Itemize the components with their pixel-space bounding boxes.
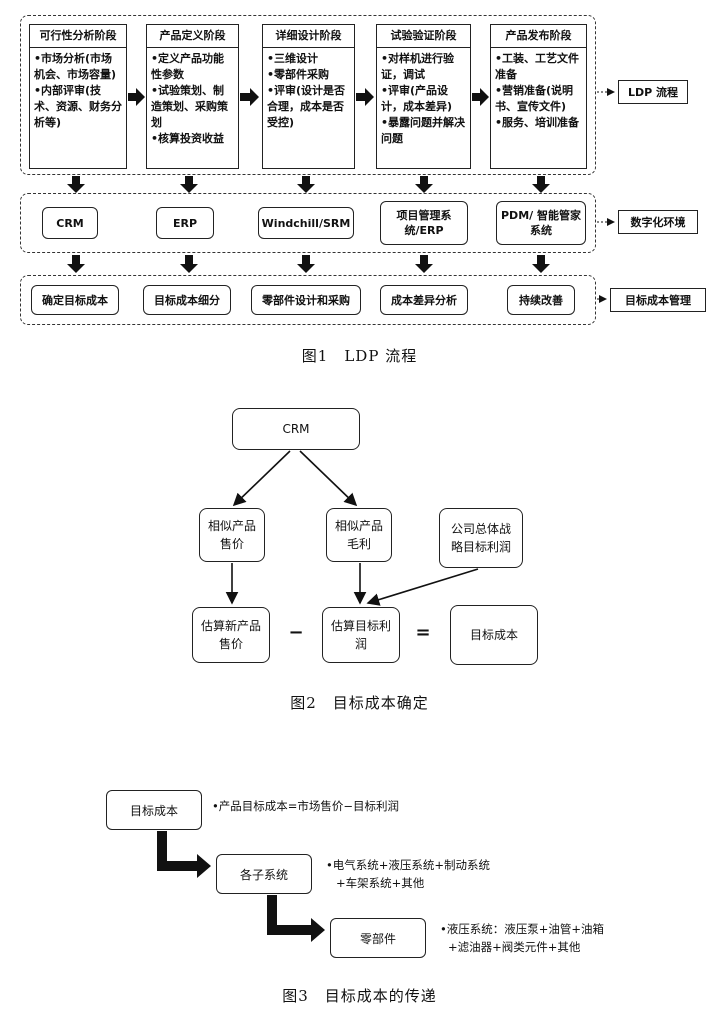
stage-item: •评审(设计是否合理，成本是否受控) xyxy=(267,84,346,129)
stage-item: •零部件采购 xyxy=(267,68,330,81)
stage-item: •试验策划、制造策划、采购策划 xyxy=(151,84,228,129)
minus-sign: − xyxy=(288,622,304,643)
fig2-arrows xyxy=(225,450,479,606)
system-erp: ERP xyxy=(156,207,214,239)
target-cost-box: 目标成本 xyxy=(450,605,538,665)
strategy-profit-box: 公司总体战略目标利润 xyxy=(439,508,523,568)
cost-step-improve: 持续改善 xyxy=(507,285,575,315)
stage-title: 试验验证阶段 xyxy=(377,25,470,48)
stage-release: 产品发布阶段 •工装、工艺文件准备 •营销准备(说明书、宣传文件) •服务、培训… xyxy=(490,24,587,169)
stage-definition: 产品定义阶段 •定义产品功能性参数 •试验策划、制造策划、采购策划 •核算投资收… xyxy=(146,24,239,169)
level-components-desc-1: •液压系统：液压泵+油管+油箱 xyxy=(440,922,605,936)
stage-item: •暴露问题并解决问题 xyxy=(381,116,466,145)
stage-title: 产品定义阶段 xyxy=(147,25,238,48)
stage-title: 详细设计阶段 xyxy=(263,25,354,48)
crm-box: CRM xyxy=(232,408,360,450)
level-target-cost-desc: •产品目标成本=市场售价−目标利润 xyxy=(212,799,400,813)
digital-env-group xyxy=(20,193,596,253)
figure3-caption: 图3 目标成本的传递 xyxy=(282,987,437,1005)
stage-item: •核算投资收益 xyxy=(151,132,225,145)
similar-price-box: 相似产品售价 xyxy=(199,508,265,562)
system-crm: CRM xyxy=(42,207,98,239)
ldp-stages-group xyxy=(20,15,596,175)
stage-validation: 试验验证阶段 •对样机进行验证，调试 •评审(产品设计，成本差异) •暴露问题并… xyxy=(376,24,471,169)
level-subsystems-desc-2: +车架系统+其他 xyxy=(336,876,425,890)
stage-item: •工装、工艺文件准备 xyxy=(495,52,580,81)
est-profit-box: 估算目标利润 xyxy=(322,607,400,663)
figure1-caption: 图1 LDP 流程 xyxy=(301,347,418,365)
cost-step-breakdown: 目标成本细分 xyxy=(143,285,231,315)
level-components-desc-2: +滤油器+阀类元件+其他 xyxy=(448,940,581,954)
system-pdm: PDM/ 智能管家系统 xyxy=(496,201,586,245)
stage-item: •评审(产品设计，成本差异) xyxy=(381,84,453,113)
cost-step-design-purchase: 零部件设计和采购 xyxy=(251,285,361,315)
down-arrows-row1 xyxy=(67,176,550,193)
cost-step-determine: 确定目标成本 xyxy=(31,285,119,315)
cost-mgmt-group xyxy=(20,275,596,325)
stage-title: 产品发布阶段 xyxy=(491,25,586,48)
label-ldp-process: LDP 流程 xyxy=(618,80,688,104)
system-windchill-srm: Windchill/SRM xyxy=(258,207,354,239)
fig3-elbow-arrows xyxy=(157,831,325,942)
cost-step-variance: 成本差异分析 xyxy=(380,285,468,315)
similar-margin-box: 相似产品毛利 xyxy=(326,508,392,562)
stage-item: •定义产品功能性参数 xyxy=(151,52,225,81)
level-subsystems-desc-1: •电气系统+液压系统+制动系统 xyxy=(326,858,491,872)
stage-item: •服务、培训准备 xyxy=(495,116,580,129)
stage-item: •三维设计 xyxy=(267,52,319,65)
level-subsystems: 各子系统 xyxy=(216,854,312,894)
side-pointers xyxy=(597,88,615,303)
stage-title: 可行性分析阶段 xyxy=(30,25,126,48)
est-price-box: 估算新产品售价 xyxy=(192,607,270,663)
stage-item: •营销准备(说明书、宣传文件) xyxy=(495,84,574,113)
system-project-mgmt: 项目管理系统/ERP xyxy=(380,201,468,245)
stage-arrows xyxy=(128,88,489,106)
stage-item: •对样机进行验证，调试 xyxy=(381,52,455,81)
label-target-cost-mgmt: 目标成本管理 xyxy=(610,288,706,312)
stage-item: •市场分析(市场机会、市场容量) xyxy=(34,52,117,81)
stage-item: •内部评审(技术、资源、财务分析等) xyxy=(34,84,122,129)
stage-feasibility: 可行性分析阶段 •市场分析(市场机会、市场容量) •内部评审(技术、资源、财务分… xyxy=(29,24,127,169)
down-arrows-row2 xyxy=(67,255,550,273)
figure2-caption: 图2 目标成本确定 xyxy=(290,694,429,712)
equals-sign: = xyxy=(415,622,431,643)
level-target-cost: 目标成本 xyxy=(106,790,202,830)
label-digital-env: 数字化环境 xyxy=(618,210,698,234)
stage-detail-design: 详细设计阶段 •三维设计 •零部件采购 •评审(设计是否合理，成本是否受控) xyxy=(262,24,355,169)
level-components: 零部件 xyxy=(330,918,426,958)
